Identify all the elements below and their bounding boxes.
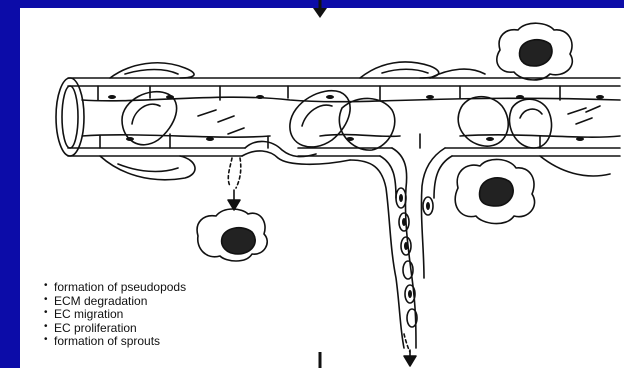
list-item: • ECM degradation <box>44 295 186 309</box>
migrating-cell-top-right <box>497 23 573 80</box>
step-label: EC proliferation <box>54 321 137 335</box>
step-label: formation of pseudopods <box>54 280 186 294</box>
bullet-icon: • <box>44 279 48 293</box>
vessel-sprout <box>242 141 452 366</box>
lumen-dash-marks <box>198 106 600 134</box>
step-label: formation of sprouts <box>54 334 160 348</box>
left-opening <box>228 158 241 210</box>
top-down-arrow <box>0 0 624 30</box>
bullet-icon: • <box>44 306 48 320</box>
list-item: • EC migration <box>44 308 186 322</box>
process-steps-list: • formation of pseudopods • ECM degradatio… <box>44 281 186 349</box>
step-label: EC migration <box>54 307 123 321</box>
red-blood-cells <box>122 91 552 150</box>
migrating-cell-right <box>455 159 534 223</box>
bullet-icon: • <box>44 320 48 334</box>
list-item: • formation of pseudopods <box>44 281 186 295</box>
migrating-cell-bottom-left <box>197 209 267 261</box>
step-label: ECM degradation <box>54 294 147 308</box>
list-item: • EC proliferation <box>44 322 186 336</box>
bullet-icon: • <box>44 293 48 307</box>
list-item: • formation of sprouts <box>44 335 186 349</box>
bullet-icon: • <box>44 333 48 347</box>
diagram-panel: • formation of pseudopods • ECM degradatio… <box>20 8 624 368</box>
